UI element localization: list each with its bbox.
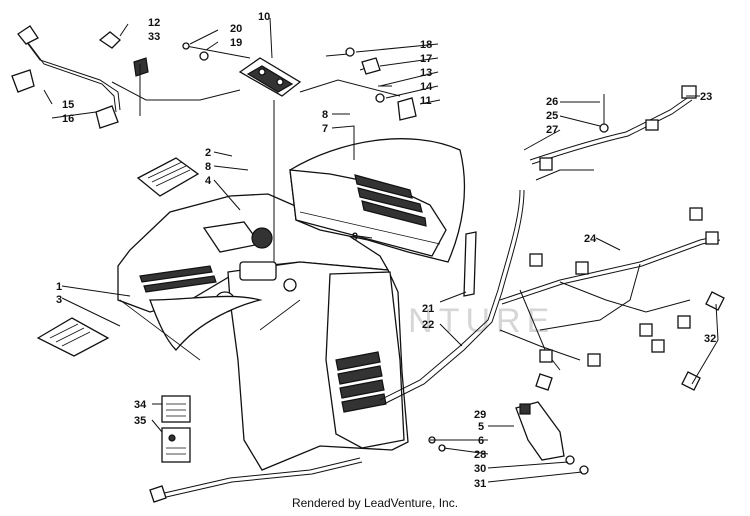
lower-wire xyxy=(159,457,361,495)
decal-lower-left xyxy=(36,317,110,357)
callout-16: 16 xyxy=(62,113,74,125)
callout-9: 9 xyxy=(352,231,358,243)
leader-lines xyxy=(43,17,719,483)
strap-21 xyxy=(463,231,477,297)
callout-26: 26 xyxy=(546,96,558,108)
callout-12: 12 xyxy=(148,17,160,29)
louver-vents xyxy=(335,351,387,413)
decal-upper xyxy=(136,157,200,197)
callout-25: 25 xyxy=(546,110,558,122)
callout-11: 11 xyxy=(420,95,432,107)
callout-3: 3 xyxy=(56,294,62,306)
callout-23: 23 xyxy=(700,91,712,103)
callout-34: 34 xyxy=(134,399,147,411)
footer-credit: Rendered by LeadVenture, Inc. xyxy=(291,496,459,510)
top-wire-loop xyxy=(111,79,401,101)
callout-27: 27 xyxy=(546,124,558,136)
callout-30: 30 xyxy=(474,463,486,475)
switch-panel xyxy=(238,57,302,97)
callout-13: 13 xyxy=(420,67,432,79)
callout-1: 1 xyxy=(56,281,62,293)
callout-29: 29 xyxy=(474,409,486,421)
callout-32: 32 xyxy=(704,333,716,345)
callout-6: 6 xyxy=(478,435,484,447)
callout-31: 31 xyxy=(474,478,486,490)
callout-18: 18 xyxy=(420,39,432,51)
callout-22: 22 xyxy=(422,319,434,331)
callout-4: 4 xyxy=(205,175,212,187)
callout-19: 19 xyxy=(230,37,242,49)
callout-24: 24 xyxy=(584,233,597,245)
switch-knob xyxy=(98,31,121,49)
callout-8a: 8 xyxy=(322,109,328,121)
callout-28: 28 xyxy=(474,449,486,461)
console-assembly xyxy=(117,138,466,471)
callout-14: 14 xyxy=(420,81,433,93)
callout-5: 5 xyxy=(478,421,484,433)
connector-block-28 xyxy=(428,401,589,475)
callout-8b: 8 xyxy=(205,161,211,173)
decal-small-pair xyxy=(161,395,191,463)
callout-10: 10 xyxy=(258,11,270,23)
callout-2: 2 xyxy=(205,147,211,159)
callout-numbers: 1 2 3 4 5 6 7 8 8 9 10 11 12 13 14 15 16… xyxy=(56,11,716,490)
callout-20: 20 xyxy=(230,23,242,35)
callout-7: 7 xyxy=(322,123,328,135)
callout-21: 21 xyxy=(422,303,434,315)
callout-35: 35 xyxy=(134,415,146,427)
wiring-harness xyxy=(379,85,725,405)
callout-15: 15 xyxy=(62,99,74,111)
callout-33: 33 xyxy=(148,31,160,43)
callout-17: 17 xyxy=(420,53,432,65)
